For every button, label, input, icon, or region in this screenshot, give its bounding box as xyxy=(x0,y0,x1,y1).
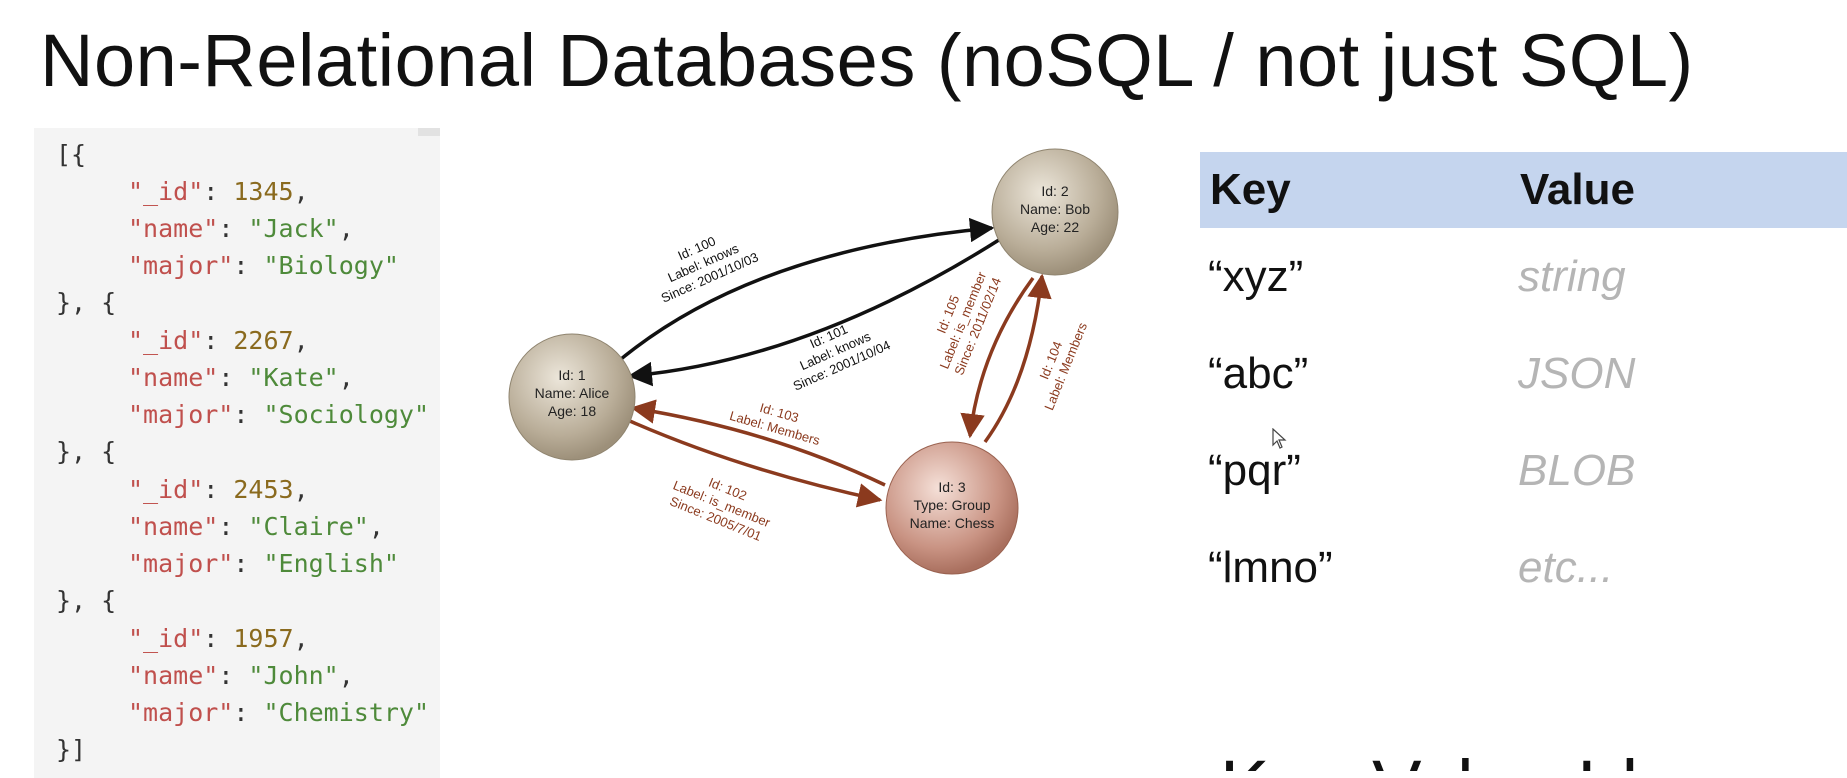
node-bob-line-2: Name: Bob xyxy=(1020,201,1090,217)
row-key: “pqr” xyxy=(1208,445,1301,495)
edge-103-members xyxy=(630,399,886,487)
code-line-major: "major": "English" xyxy=(128,549,399,578)
code-line-major: "major": "Biology" xyxy=(128,251,399,280)
json-code-panel: [{ "_id": 1345, "name": "Jack", "major":… xyxy=(34,128,440,778)
table-row: “pqr” BLOB xyxy=(1200,422,1847,519)
code-line-id: "_id": 1957, xyxy=(128,624,309,653)
graph-database-diagram: Id: 1 Name: Alice Age: 18 Id: 2 Name: Bo… xyxy=(508,148,1119,575)
node-chess-group: Id: 3 Type: Group Name: Chess xyxy=(885,441,1019,575)
code-line-major: "major": "Chemistry" xyxy=(128,698,430,727)
edge-label-101: Id: 101 Label: knows Since: 2001/10/04 xyxy=(791,321,893,393)
bottom-heading-partial: Key-Value Ideas xyxy=(1220,750,1758,771)
table-row: “lmno” etc... xyxy=(1200,519,1847,616)
code-line-name: "name": "Claire", xyxy=(128,512,384,541)
table-row: “abc” JSON xyxy=(1200,325,1847,422)
code-line-id: "_id": 2267, xyxy=(128,326,309,355)
node-alice: Id: 1 Name: Alice Age: 18 xyxy=(508,333,636,461)
mouse-cursor-icon xyxy=(1272,428,1287,449)
row-value: etc... xyxy=(1518,542,1614,592)
edge-label-105: Id: 105 Label: is_member Since: 2011/02/… xyxy=(934,269,1004,377)
header-value: Value xyxy=(1520,165,1635,214)
code-close-bracket: }] xyxy=(56,735,87,764)
edge-label-103: Id: 103 Label: Members xyxy=(728,400,822,448)
node-bob-line-3: Age: 22 xyxy=(1031,219,1079,235)
row-key: “xyz” xyxy=(1208,251,1304,301)
edge-label-100: Id: 100 Label: knows Since: 2001/10/03 xyxy=(659,233,761,305)
code-record-separator: }, { xyxy=(56,288,117,317)
header-key: Key xyxy=(1210,165,1291,214)
code-line-name: "name": "John", xyxy=(128,661,354,690)
row-value: string xyxy=(1518,251,1626,301)
node-chess-line-1: Id: 3 xyxy=(938,479,965,495)
node-bob-line-1: Id: 2 xyxy=(1041,183,1068,199)
node-alice-line-2: Name: Alice xyxy=(535,385,610,401)
table-header: Key Value xyxy=(1200,152,1847,228)
edge-104-members xyxy=(983,273,1052,444)
code-line-id: "_id": 2453, xyxy=(128,475,309,504)
row-value: JSON xyxy=(1518,348,1636,398)
code-line-name: "name": "Kate", xyxy=(128,363,354,392)
node-chess-line-2: Type: Group xyxy=(913,497,990,513)
edge-label-104: Id: 104 Label: Members xyxy=(1036,320,1090,413)
scroll-indicator xyxy=(418,128,440,136)
code-line-id: "_id": 1345, xyxy=(128,177,309,206)
code-line-name: "name": "Jack", xyxy=(128,214,354,243)
edge-label-102: Id: 102 Label: is_member Since: 2005/7/0… xyxy=(668,475,773,544)
edge-102-is-member xyxy=(622,416,883,508)
code-open-bracket: [{ xyxy=(56,140,87,169)
edge-105-is-member xyxy=(960,276,1035,439)
table-row: “xyz” string xyxy=(1200,228,1847,325)
code-record-separator: }, { xyxy=(56,437,117,466)
edge-100-knows xyxy=(613,217,995,366)
edge-101-knows xyxy=(627,236,1003,387)
key-value-table: Key Value “xyz” string “abc” JSON “pqr” … xyxy=(1200,152,1847,616)
node-bob: Id: 2 Name: Bob Age: 22 xyxy=(991,148,1119,276)
row-key: “abc” xyxy=(1208,348,1309,398)
row-key: “lmno” xyxy=(1208,542,1333,592)
node-alice-line-3: Age: 18 xyxy=(548,403,596,419)
code-line-major: "major": "Sociology" xyxy=(128,400,430,429)
code-record-separator: }, { xyxy=(56,586,117,615)
slide-title: Non-Relational Databases (noSQL / not ju… xyxy=(40,19,1694,102)
node-alice-line-1: Id: 1 xyxy=(558,367,585,383)
node-chess-line-3: Name: Chess xyxy=(910,515,995,531)
row-value: BLOB xyxy=(1518,445,1636,495)
